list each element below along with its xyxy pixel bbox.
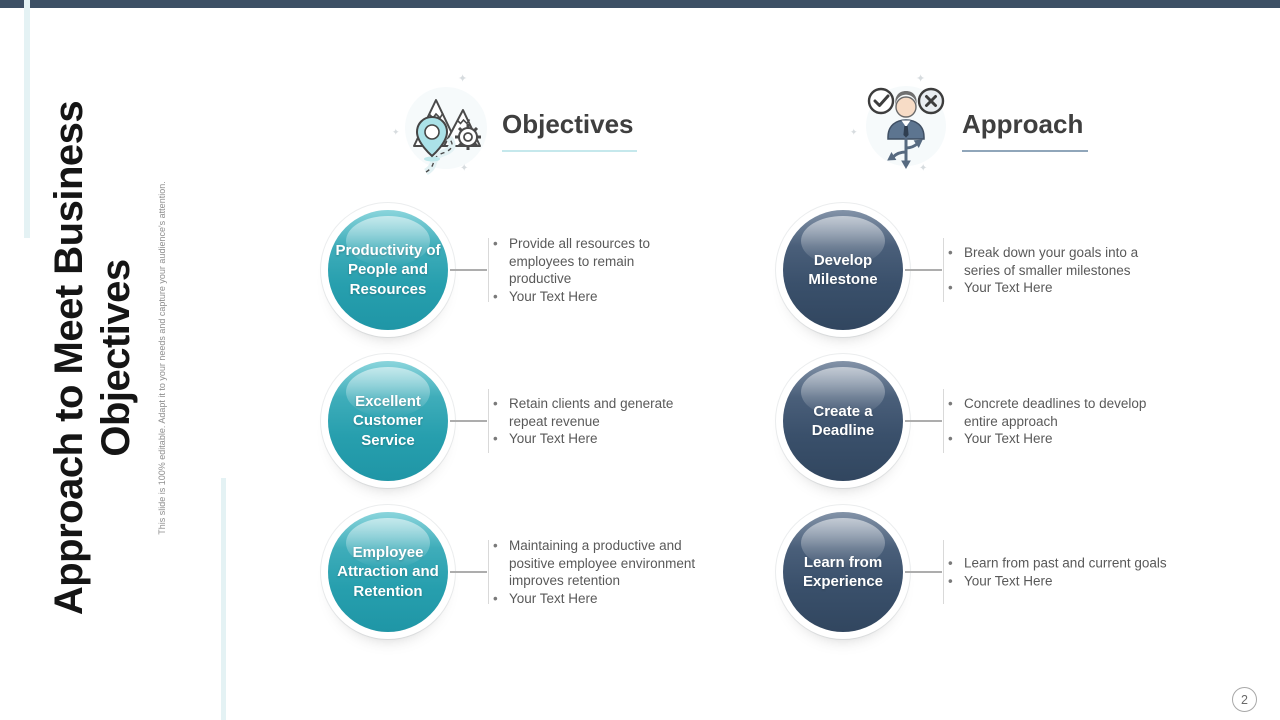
- approach-row-2: Create a Deadline Concrete deadlines to …: [783, 361, 1183, 481]
- connector-tick: [488, 540, 489, 604]
- bubble-label: Learn from Experience: [802, 553, 884, 591]
- connector-line: [905, 571, 942, 573]
- connector-line: [450, 571, 487, 573]
- sparkle-icon: ✦: [460, 163, 469, 174]
- page-number-badge: 2: [1232, 687, 1257, 712]
- connector-line: [905, 269, 942, 271]
- check-circle-icon: [867, 87, 895, 115]
- bubble-label: Employee Attraction and Retention: [337, 543, 439, 600]
- bullet-list: Provide all resources to employees to re…: [490, 235, 665, 305]
- objectives-underline: [502, 150, 637, 152]
- page-number: 2: [1241, 692, 1248, 707]
- bullet-list: Retain clients and generate repeat reven…: [490, 395, 675, 448]
- connector-line: [905, 420, 942, 422]
- bullet-list: Learn from past and current goals Your T…: [945, 555, 1180, 590]
- connector-line: [450, 269, 487, 271]
- left-accent-stripe-top: [24, 0, 30, 238]
- connector-tick: [943, 389, 944, 453]
- slide-title: Approach to Meet Business Objectives: [47, 100, 139, 616]
- bullet-item: Provide all resources to employees to re…: [490, 235, 665, 288]
- connector-line: [450, 420, 487, 422]
- connector-tick: [488, 238, 489, 302]
- objective-bubble-1[interactable]: Productivity of People and Resources: [328, 210, 448, 330]
- sparkle-icon: ✦: [850, 128, 858, 138]
- approach-bubble-2[interactable]: Create a Deadline: [783, 361, 903, 481]
- bullet-item: Concrete deadlines to develop entire app…: [945, 395, 1157, 430]
- approach-row-1: Develop Milestone Break down your goals …: [783, 210, 1183, 330]
- bullet-item: Your Text Here: [490, 430, 675, 448]
- objective-row-3: Employee Attraction and Retention Mainta…: [328, 512, 728, 632]
- bullet-item: Learn from past and current goals: [945, 555, 1180, 573]
- sparkle-icon: ✦: [458, 72, 468, 85]
- approach-bubble-3[interactable]: Learn from Experience: [783, 512, 903, 632]
- person-icon: [887, 91, 925, 140]
- approach-header: Approach: [962, 109, 1084, 139]
- bubble-label: Develop Milestone: [808, 251, 878, 289]
- approach-underline: [962, 150, 1088, 152]
- connector-tick: [943, 540, 944, 604]
- connector-tick: [488, 389, 489, 453]
- objective-bubble-2[interactable]: Excellent Customer Service: [328, 361, 448, 481]
- location-pin-icon: [415, 115, 449, 162]
- bullet-item: Retain clients and generate repeat reven…: [490, 395, 675, 430]
- approach-bubble-1[interactable]: Develop Milestone: [783, 210, 903, 330]
- bubble-label: Excellent Customer Service: [352, 392, 423, 449]
- bullet-list: Concrete deadlines to develop entire app…: [945, 395, 1157, 448]
- bullet-item: Your Text Here: [490, 590, 702, 608]
- approach-icon: [862, 80, 950, 176]
- approach-row-3: Learn from Experience Learn from past an…: [783, 512, 1183, 632]
- objective-row-2: Excellent Customer Service Retain client…: [328, 361, 728, 481]
- bullet-list: Break down your goals into a series of s…: [945, 244, 1163, 297]
- connector-tick: [943, 238, 944, 302]
- gear-icon: [455, 124, 481, 150]
- editable-note: This slide is 100% editable. Adapt it to…: [157, 181, 167, 535]
- cross-circle-icon: [917, 87, 945, 115]
- person-check-cross-arrows-icon: [866, 86, 946, 170]
- bubble-label: Productivity of People and Resources: [335, 241, 441, 298]
- sparkle-icon: ✦: [919, 163, 928, 174]
- bullet-item: Your Text Here: [945, 430, 1157, 448]
- objective-bubble-3[interactable]: Employee Attraction and Retention: [328, 512, 448, 632]
- mountains-pin-gear-icon: [405, 87, 487, 176]
- note-block: This slide is 100% editable. Adapt it to…: [156, 168, 188, 548]
- sparkle-icon: ✦: [392, 128, 400, 138]
- top-accent-bar: [0, 0, 1280, 8]
- objectives-header: Objectives: [502, 109, 634, 139]
- bubble-label: Create a Deadline: [811, 402, 875, 440]
- objective-row-1: Productivity of People and Resources Pro…: [328, 210, 728, 330]
- bullet-item: Break down your goals into a series of s…: [945, 244, 1163, 279]
- bullet-item: Your Text Here: [490, 288, 665, 306]
- objectives-icon: [402, 80, 490, 176]
- left-accent-stripe-bottom: [221, 478, 226, 720]
- sparkle-icon: ✦: [916, 72, 926, 85]
- title-block: Approach to Meet Business Objectives: [46, 78, 164, 638]
- bullet-item: Maintaining a productive and positive em…: [490, 537, 702, 590]
- bullet-list: Maintaining a productive and positive em…: [490, 537, 702, 607]
- bullet-item: Your Text Here: [945, 572, 1180, 590]
- bullet-item: Your Text Here: [945, 279, 1163, 297]
- direction-arrows-icon: [887, 137, 923, 170]
